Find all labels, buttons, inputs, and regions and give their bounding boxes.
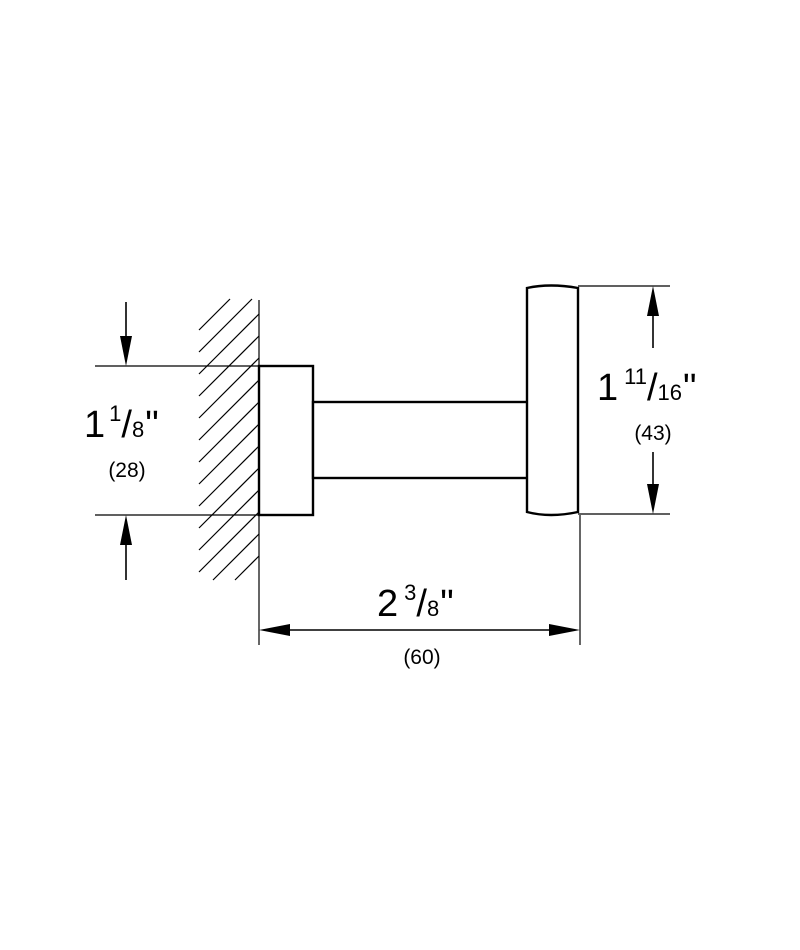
arrow-up-icon (120, 515, 132, 545)
wall-hatching (198, 298, 260, 581)
arrow-down-icon (647, 484, 659, 514)
arrow-right-icon (549, 624, 580, 636)
head-height-metric: (43) (634, 422, 671, 445)
wall (198, 298, 260, 581)
base-height-metric: (28) (108, 459, 145, 482)
arrow-down-icon (120, 336, 132, 366)
projection-metric: (60) (403, 646, 440, 669)
arrow-up-icon (647, 286, 659, 316)
arrow-left-icon (259, 624, 290, 636)
mounting-base (257, 364, 315, 517)
hook-head (525, 284, 580, 517)
hook-product (257, 284, 580, 517)
hook-rod (311, 400, 555, 480)
